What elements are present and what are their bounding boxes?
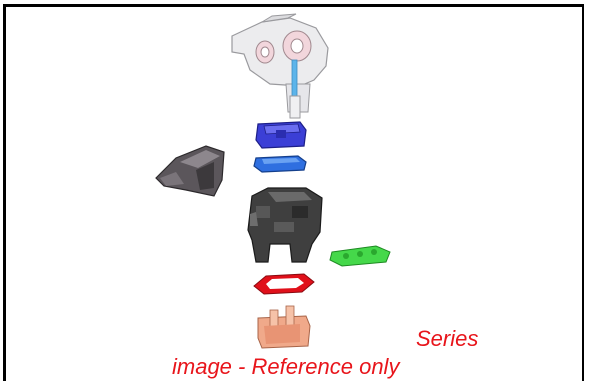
housing-cover-icon [231, 13, 329, 119]
green-lock-icon [329, 245, 391, 267]
connector-body-icon [247, 187, 323, 263]
caption-reference-note: image - Reference only [172, 354, 400, 379]
terminal-block-icon [257, 305, 311, 349]
caption-series: Series [416, 326, 479, 351]
blue-spacer-icon [253, 155, 307, 173]
dark-shroud-icon [155, 145, 225, 197]
blue-seal-icon [255, 121, 307, 149]
red-gasket-icon [253, 273, 315, 295]
